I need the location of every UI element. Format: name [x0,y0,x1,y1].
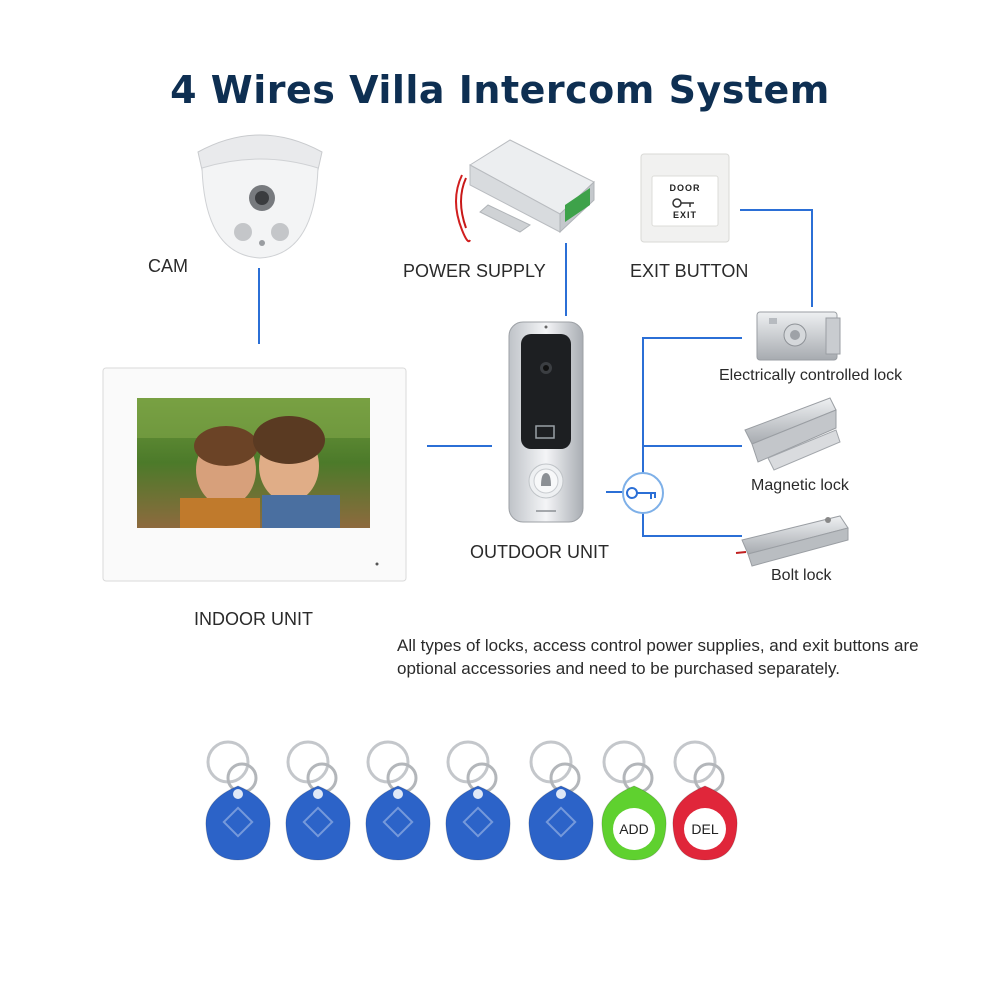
accessories-note: All types of locks, access control power… [397,636,919,678]
key-icon [622,472,664,514]
dome-camera-icon [197,134,323,259]
electric-lock-wire [642,337,742,476]
key-fob-icon [445,740,511,861]
bolt-lock-label: Bolt lock [771,567,832,584]
electric-lock-icon [756,311,841,361]
exit-button-exit-text: EXIT [672,210,697,220]
outdoor-unit-label: OUTDOOR UNIT [470,542,609,562]
magnetic-lock-label: Magnetic lock [751,477,849,494]
key-fob-icon: DEL [672,740,738,861]
page-title: 4 Wires Villa Intercom System [170,68,830,112]
indoor-unit-label: INDOOR UNIT [194,609,313,629]
power-supply-label: POWER SUPPLY [403,261,546,281]
wiring [258,209,813,537]
power-supply-icon [455,139,595,243]
indoor-monitor-icon [102,367,407,582]
cam-label: CAM [148,256,188,276]
bolt-lock-wire [642,510,742,537]
outdoor-unit-icon [508,321,584,523]
key-fob-label: DEL [691,821,718,837]
key-fob-icon [365,740,431,861]
key-fob-icon: ADD [601,740,667,861]
key-fob-icon [285,740,351,861]
key-fob-label: ADD [619,821,649,837]
electric-lock-label: Electrically controlled lock [719,367,903,384]
key-fob-icon [205,740,271,861]
exit-button-wire [740,209,813,307]
exit-button-label: EXIT BUTTON [630,261,749,281]
exit-button-icon [640,153,730,243]
exit-button-door-text: DOOR [669,183,701,193]
magnetic-lock-icon [744,397,841,471]
key-fob-icon [528,740,594,861]
bolt-lock-icon [735,515,849,567]
